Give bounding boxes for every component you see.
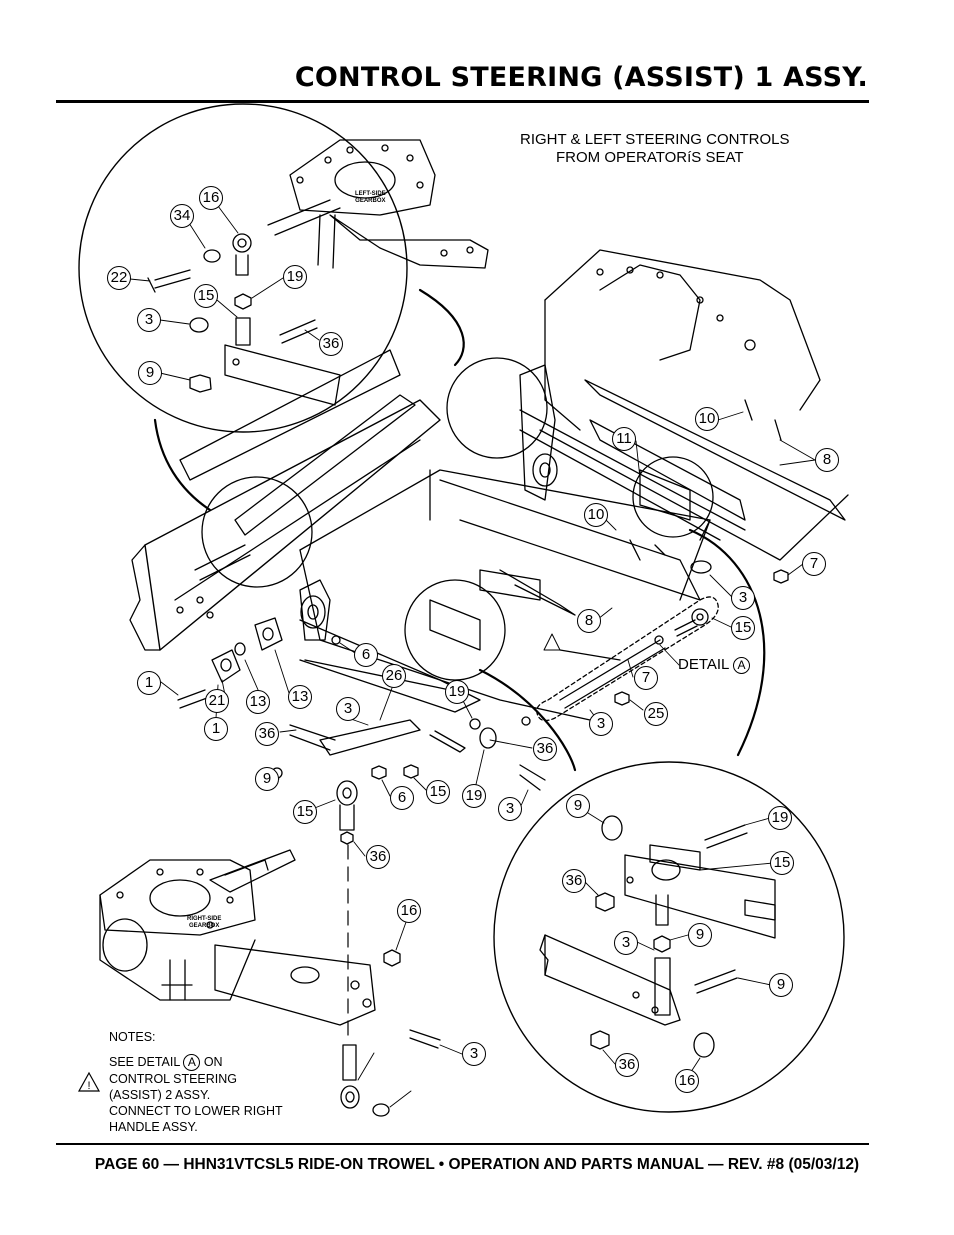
footer-rule — [56, 1143, 869, 1145]
callout-19: 19 — [283, 265, 307, 289]
callout-3: 3 — [336, 697, 360, 721]
callout-6: 6 — [354, 643, 378, 667]
left-gearbox-label: LEFT-SIDE GEARBOX — [355, 191, 386, 205]
notes-line-1-prefix: SEE DETAIL — [109, 1055, 180, 1069]
leader-lines — [129, 205, 816, 1108]
notes-line-5: HANDLE ASSY. — [109, 1120, 198, 1134]
connector-curve-1 — [418, 288, 465, 367]
detail-circle-lower-right — [493, 761, 845, 1113]
callout-26: 26 — [382, 664, 406, 688]
right-gearbox-label-line2: GEARBOX — [189, 923, 220, 929]
right-gearbox-drawing — [99, 844, 441, 1117]
callout-6: 6 — [390, 786, 414, 810]
detail-a-label: DETAIL A — [678, 656, 751, 674]
connector-curve-3 — [688, 528, 766, 757]
callout-16: 16 — [675, 1069, 699, 1093]
zoom-circle-a — [446, 357, 548, 459]
callout-36: 36 — [366, 845, 390, 869]
zoom-circle-c — [404, 579, 506, 681]
left-gearbox-drawing — [267, 139, 489, 269]
callout-3: 3 — [137, 308, 161, 332]
detail-a-prefix: DETAIL — [678, 656, 729, 673]
left-gearbox-label-line2: GEARBOX — [355, 198, 386, 204]
left-gearbox-label-line1: LEFT-SIDE — [355, 191, 386, 197]
detail-a-letter: A — [733, 657, 751, 674]
notes-line-3: (ASSIST) 2 ASSY. — [109, 1088, 211, 1102]
callout-8: 8 — [815, 448, 839, 472]
caption-line-1: RIGHT & LEFT STEERING CONTROLS — [520, 131, 790, 148]
lower-linkage-drawing — [177, 617, 546, 845]
right-gearbox-label-line1: RIGHT-SIDE — [187, 916, 222, 922]
callout-15: 15 — [194, 284, 218, 308]
callout-36: 36 — [615, 1053, 639, 1077]
callout-3: 3 — [498, 797, 522, 821]
callout-7: 7 — [802, 552, 826, 576]
callout-15: 15 — [770, 851, 794, 875]
callout-15: 15 — [426, 780, 450, 804]
callout-36: 36 — [533, 737, 557, 761]
callout-11: 11 — [612, 427, 636, 451]
callout-9: 9 — [255, 767, 279, 791]
notes-line-4: CONNECT TO LOWER RIGHT — [109, 1104, 283, 1118]
callout-15: 15 — [293, 800, 317, 824]
notes-detail-letter: A — [183, 1054, 201, 1071]
page-footer: PAGE 60 — HHN31VTCSL5 RIDE-ON TROWEL • O… — [94, 1156, 860, 1173]
detail-a-drawing — [536, 560, 789, 722]
callout-3: 3 — [589, 712, 613, 736]
notes-line-1: SEE DETAIL A ON — [109, 1054, 283, 1071]
main-frame-drawing — [129, 249, 849, 721]
callout-9: 9 — [769, 973, 793, 997]
caption-line-2: FROM OPERATORíS SEAT — [556, 149, 744, 166]
callout-10: 10 — [584, 503, 608, 527]
callout-10: 10 — [695, 407, 719, 431]
detail-circle-upper-left — [78, 103, 408, 433]
notes-block: NOTES: SEE DETAIL A ON CONTROL STEERING … — [109, 1029, 283, 1135]
callout-3: 3 — [462, 1042, 486, 1066]
connector-curve-4 — [478, 668, 577, 772]
lower-right-parts — [539, 815, 776, 1058]
callout-15: 15 — [731, 616, 755, 640]
callout-25: 25 — [644, 702, 668, 726]
callout-16: 16 — [199, 186, 223, 210]
callout-13: 13 — [246, 690, 270, 714]
callout-36: 36 — [255, 722, 279, 746]
callout-21: 21 — [205, 689, 229, 713]
callout-36: 36 — [319, 332, 343, 356]
callout-19: 19 — [445, 680, 469, 704]
callout-3: 3 — [731, 586, 755, 610]
connector-curve-2 — [153, 418, 212, 512]
callout-19: 19 — [768, 806, 792, 830]
callout-13: 13 — [288, 685, 312, 709]
diagram-caption: RIGHT & LEFT STEERING CONTROLS FROM OPER… — [520, 131, 790, 167]
callout-36: 36 — [562, 869, 586, 893]
zoom-circle-d — [632, 456, 714, 538]
warning-triangle-icon: ! — [77, 1071, 101, 1092]
callout-1: 1 — [137, 671, 161, 695]
notes-heading: NOTES: — [109, 1030, 156, 1044]
callout-19: 19 — [462, 784, 486, 808]
right-gearbox-label: RIGHT-SIDE GEARBOX — [187, 916, 221, 930]
callout-9: 9 — [566, 794, 590, 818]
notes-line-1-suffix: ON — [203, 1055, 223, 1069]
callout-22: 22 — [107, 266, 131, 290]
warning-symbol: ! — [87, 1080, 90, 1092]
title-rule — [56, 100, 869, 103]
callout-8: 8 — [577, 609, 601, 633]
callout-1: 1 — [204, 717, 228, 741]
page-title: CONTROL STEERING (ASSIST) 1 ASSY. — [294, 62, 868, 93]
upper-left-parts — [147, 233, 341, 406]
notes-line-2: CONTROL STEERING — [109, 1072, 238, 1086]
callout-16: 16 — [397, 899, 421, 923]
callout-9: 9 — [138, 361, 162, 385]
callout-3: 3 — [614, 931, 638, 955]
callout-9: 9 — [688, 923, 712, 947]
callout-34: 34 — [170, 204, 194, 228]
callout-7: 7 — [634, 666, 658, 690]
zoom-circle-b — [201, 476, 313, 588]
